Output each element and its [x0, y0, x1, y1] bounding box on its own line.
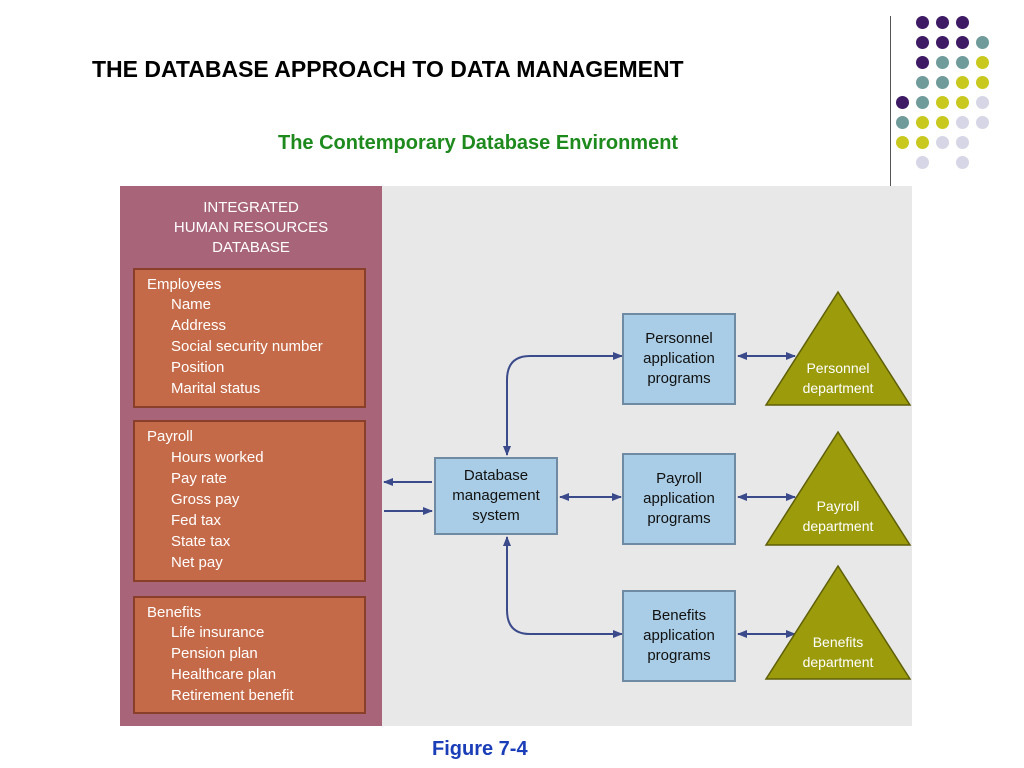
- group-field: Pension plan: [171, 645, 258, 662]
- personnel-programs-box: Personnel application programs: [622, 313, 736, 405]
- payroll-department-label: Payroll department: [765, 496, 911, 536]
- decorative-dot: [936, 116, 949, 129]
- decorative-dot: [916, 96, 929, 109]
- group-field: State tax: [171, 533, 231, 550]
- decorative-dot: [976, 56, 989, 69]
- group-field: Hours worked: [171, 449, 264, 466]
- group-field: Net pay: [171, 554, 223, 571]
- group-title: Employees: [147, 276, 222, 293]
- dbms-label-line: system: [472, 507, 520, 524]
- program-label-line: Payroll: [656, 470, 702, 487]
- group-title: Benefits: [147, 604, 202, 621]
- decorative-dot: [936, 136, 949, 149]
- department-label-line: department: [802, 518, 874, 534]
- decorative-dot: [956, 116, 969, 129]
- program-label-line: application: [643, 350, 715, 367]
- decorative-dot: [936, 96, 949, 109]
- benefits-department-label: Benefits department: [765, 632, 911, 672]
- slide-subtitle: The Contemporary Database Environment: [278, 132, 679, 154]
- employees-group: Employees Name Address Social security n…: [133, 268, 366, 408]
- payroll-group: Payroll Hours worked Pay rate Gross pay …: [133, 420, 366, 582]
- decorative-dot: [916, 116, 929, 129]
- database-title: INTEGRATED HUMAN RESOURCES DATABASE: [120, 198, 382, 258]
- benefits-programs-box: Benefits application programs: [622, 590, 736, 682]
- program-label-line: programs: [647, 510, 711, 527]
- decorative-dot: [916, 76, 929, 89]
- personnel-department-triangle: [764, 290, 912, 406]
- program-label-line: programs: [647, 647, 711, 664]
- decorative-dot: [956, 16, 969, 29]
- department-label-line: Benefits: [812, 634, 864, 650]
- decorative-dot: [976, 36, 989, 49]
- group-field: Retirement benefit: [171, 687, 294, 704]
- department-label-line: Personnel: [806, 360, 870, 376]
- personnel-department-label: Personnel department: [765, 358, 911, 398]
- department-label-line: department: [802, 654, 874, 670]
- decorative-dot: [916, 156, 929, 169]
- department-label-line: Payroll: [816, 498, 860, 514]
- dbms-label-line: Database: [463, 467, 529, 484]
- group-field: Fed tax: [171, 512, 222, 529]
- decorative-dot: [916, 36, 929, 49]
- group-field: Name: [171, 296, 212, 313]
- group-field: Life insurance: [171, 624, 265, 641]
- database-title-line: DATABASE: [212, 239, 290, 256]
- group-field: Address: [171, 317, 227, 334]
- decorative-dot: [956, 156, 969, 169]
- decorative-dot: [976, 96, 989, 109]
- program-label-line: application: [643, 490, 715, 507]
- payroll-department-triangle: [764, 430, 912, 546]
- group-field: Gross pay: [171, 491, 240, 508]
- decorative-dot: [976, 116, 989, 129]
- group-field: Pay rate: [171, 470, 227, 487]
- database-title-line: INTEGRATED: [203, 199, 299, 216]
- figure-caption: Figure 7-4: [432, 738, 528, 760]
- group-title: Payroll: [147, 428, 193, 445]
- decorative-dot: [896, 96, 909, 109]
- decorative-dot: [916, 136, 929, 149]
- program-label-line: Personnel: [645, 330, 713, 347]
- decorative-dot: [956, 56, 969, 69]
- decorative-dot: [916, 56, 929, 69]
- slide-title: THE DATABASE APPROACH TO DATA MANAGEMENT: [92, 56, 684, 82]
- decorative-dot: [976, 76, 989, 89]
- department-label-line: department: [802, 380, 874, 396]
- dbms-personnel-connector: [503, 352, 623, 456]
- dbms-benefits-connector: [503, 536, 623, 638]
- decorative-dot: [896, 136, 909, 149]
- header-divider: [890, 16, 891, 186]
- decorative-dot: [896, 116, 909, 129]
- group-field: Social security number: [171, 338, 323, 355]
- decorative-dot: [936, 36, 949, 49]
- group-field: Position: [171, 359, 225, 376]
- decorative-dot: [956, 96, 969, 109]
- program-label-line: Benefits: [651, 607, 707, 624]
- decorative-dot: [956, 136, 969, 149]
- program-label-line: programs: [647, 370, 711, 387]
- benefits-group: Benefits Life insurance Pension plan Hea…: [133, 596, 366, 714]
- benefits-department-triangle: [764, 564, 912, 680]
- decorative-dot: [936, 56, 949, 69]
- database-title-line: HUMAN RESOURCES: [173, 219, 329, 236]
- group-field: Healthcare plan: [171, 666, 277, 683]
- decorative-dot: [936, 76, 949, 89]
- decorative-dot: [916, 16, 929, 29]
- dbms-label-line: management: [452, 487, 540, 504]
- payroll-programs-box: Payroll application programs: [622, 453, 736, 545]
- dbms-box: Database management system: [434, 457, 558, 535]
- decorative-dot: [956, 36, 969, 49]
- group-field: Marital status: [171, 380, 261, 397]
- decorative-dot: [956, 76, 969, 89]
- decorative-dot: [936, 16, 949, 29]
- program-label-line: application: [643, 627, 715, 644]
